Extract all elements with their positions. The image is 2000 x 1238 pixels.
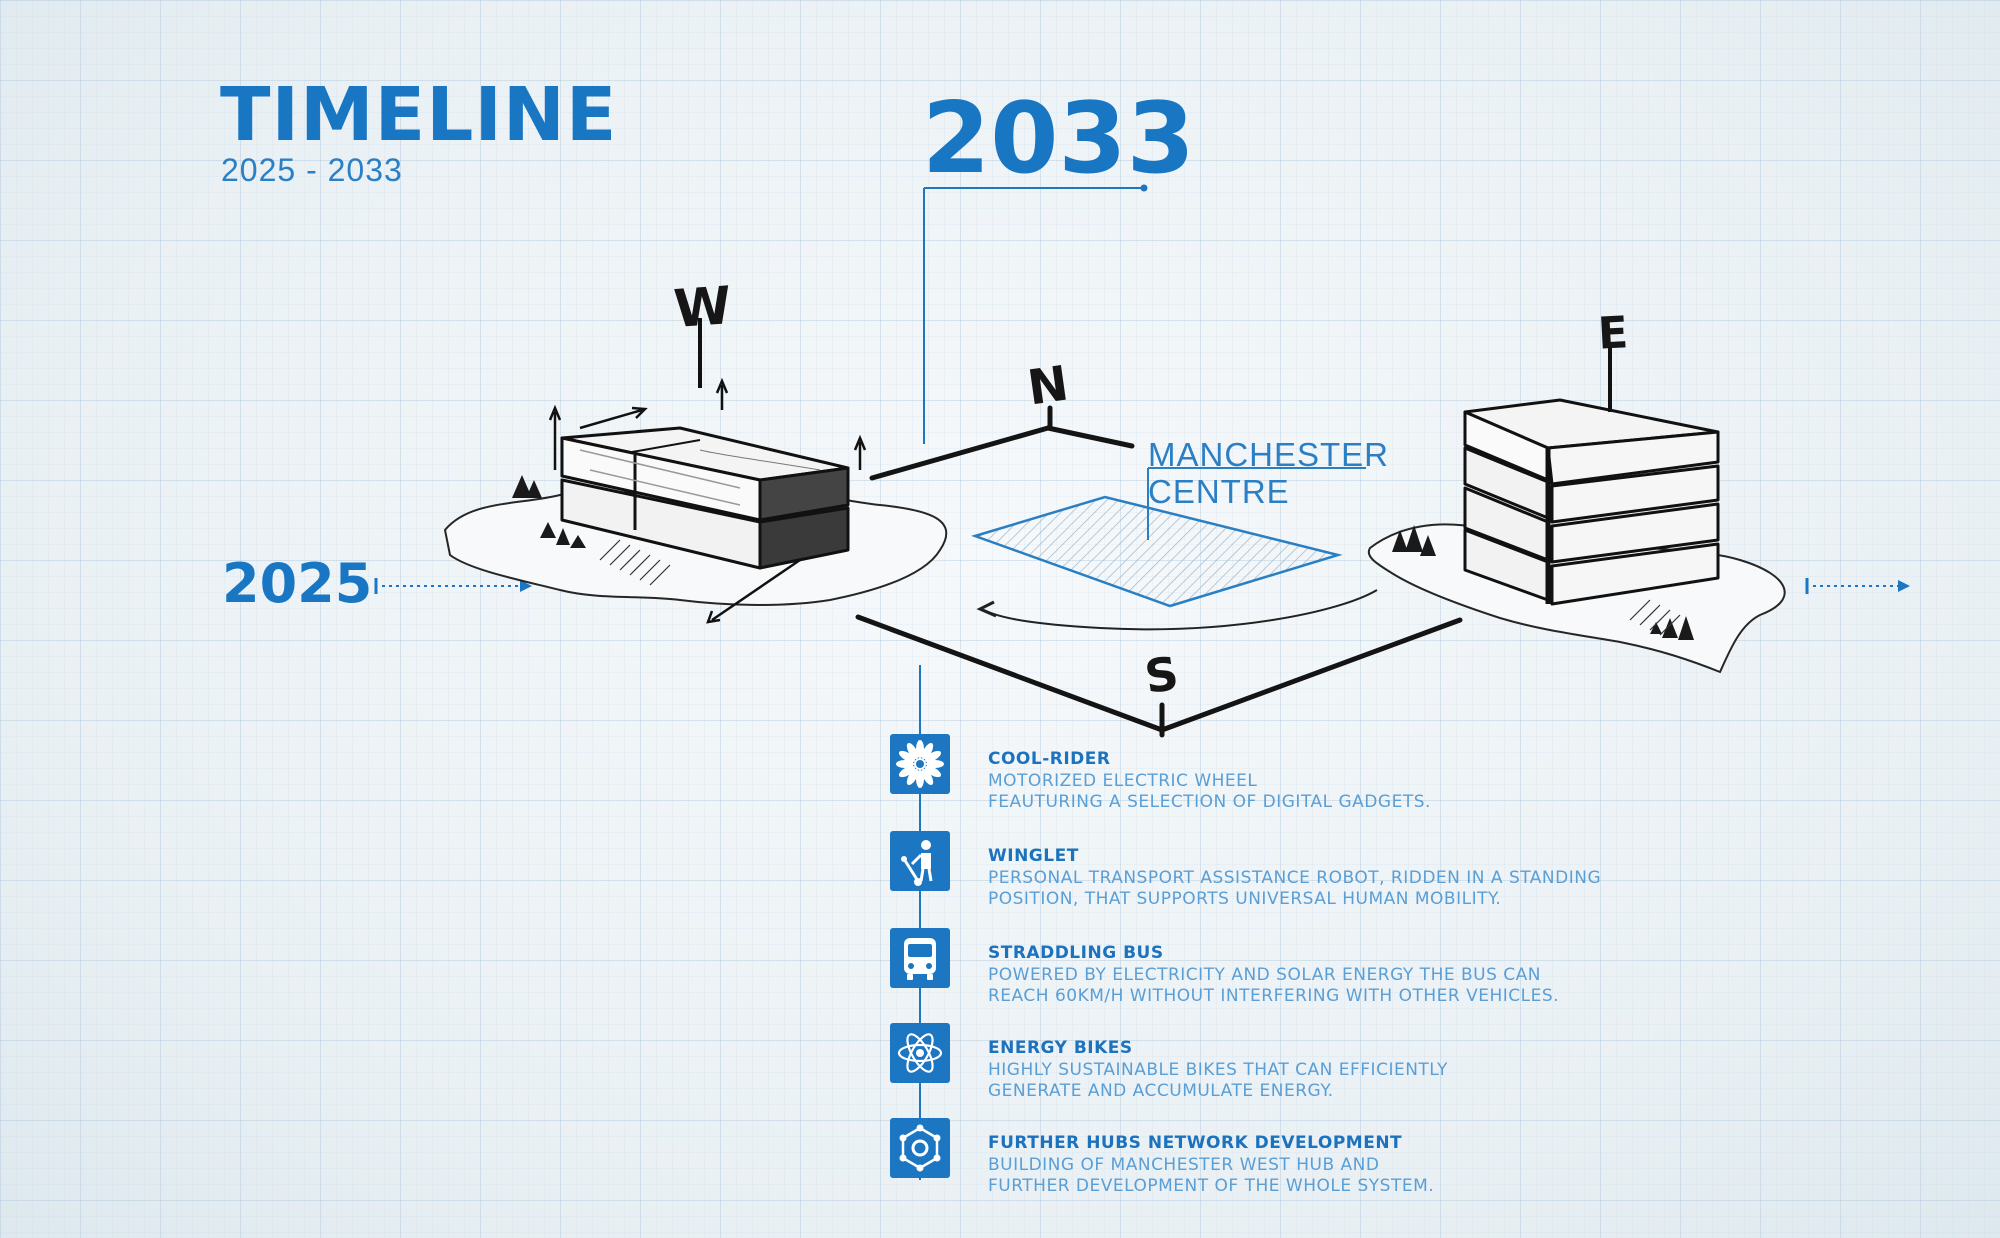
page-title: TIMELINE: [220, 72, 618, 158]
feature-title: WINGLET: [988, 846, 1079, 866]
feature-description: HIGHLY SUSTAINABLE BIKES THAT CAN EFFICI…: [988, 1060, 1448, 1102]
feature-title: COOL-RIDER: [988, 749, 1111, 769]
place-label-line2: CENTRE: [1148, 473, 1290, 510]
east-building: [1463, 342, 1720, 606]
circulation-arrow: [976, 589, 1378, 631]
feature-description-line: GENERATE AND ACCUMULATE ENERGY.: [988, 1081, 1334, 1101]
end-year-leader: [923, 184, 1148, 444]
wheel-icon: [890, 734, 950, 794]
start-year-label: 2025: [222, 552, 373, 615]
end-arrow: [1805, 578, 1910, 594]
west-trees: [512, 475, 586, 548]
feature-title: FURTHER HUBS NETWORK DEVELOPMENT: [988, 1133, 1403, 1153]
feature-title: STRADDLING BUS: [988, 943, 1164, 963]
feature-item-straddling-bus: STRADDLING BUS POWERED BY ELECTRICITY AN…: [890, 928, 1790, 1006]
bus-icon: [890, 928, 950, 988]
manchester-centre-area: [971, 467, 1366, 608]
west-hatching: [599, 539, 671, 586]
page-subtitle: 2025 - 2033: [221, 152, 403, 188]
compass-north-label: N: [1024, 355, 1072, 417]
place-label-line1: MANCHESTER: [1148, 436, 1390, 473]
feature-description-line: FURTHER DEVELOPMENT OF THE WHOLE SYSTEM.: [988, 1176, 1435, 1196]
feature-item-hubs-network: FURTHER HUBS NETWORK DEVELOPMENT BUILDIN…: [890, 1118, 1790, 1196]
feature-description-line: MOTORIZED ELECTRIC WHEEL: [988, 771, 1258, 791]
end-year-label: 2033: [922, 82, 1195, 196]
feature-item-winglet: WINGLET PERSONAL TRANSPORT ASSISTANCE RO…: [890, 831, 1790, 909]
east-trees: [1392, 525, 1694, 640]
compass-east-label: E: [1596, 307, 1630, 360]
east-hatching: [1629, 599, 1681, 636]
feature-description: PERSONAL TRANSPORT ASSISTANCE ROBOT, RID…: [988, 868, 1601, 910]
feature-description: BUILDING OF MANCHESTER WEST HUB AND FURT…: [988, 1155, 1434, 1197]
feature-description-line: FEAUTURING A SELECTION OF DIGITAL GADGET…: [988, 792, 1431, 812]
feature-description-line: HIGHLY SUSTAINABLE BIKES THAT CAN EFFICI…: [988, 1060, 1448, 1080]
west-building: [560, 426, 850, 570]
compass-west-label: W: [671, 276, 734, 340]
network-hub-icon: [890, 1118, 950, 1178]
standing-robot-icon: [890, 831, 950, 891]
feature-item-cool-rider: COOL-RIDER MOTORIZED ELECTRIC WHEEL FEAU…: [890, 734, 1790, 812]
feature-description-line: BUILDING OF MANCHESTER WEST HUB AND: [988, 1155, 1380, 1175]
atom-icon: [890, 1023, 950, 1083]
feature-description-line: POSITION, THAT SUPPORTS UNIVERSAL HUMAN …: [988, 889, 1502, 909]
feature-description-line: POWERED BY ELECTRICITY AND SOLAR ENERGY …: [988, 965, 1542, 985]
feature-title: ENERGY BIKES: [988, 1038, 1133, 1058]
feature-description: MOTORIZED ELECTRIC WHEEL FEAUTURING A SE…: [988, 771, 1431, 813]
manchester-centre-label: MANCHESTER CENTRE: [1148, 436, 1389, 510]
west-arrows: [548, 318, 867, 624]
map-roads: [855, 405, 1463, 738]
feature-description-line: PERSONAL TRANSPORT ASSISTANCE ROBOT, RID…: [988, 868, 1602, 888]
feature-description: POWERED BY ELECTRICITY AND SOLAR ENERGY …: [988, 965, 1559, 1007]
start-arrow: [374, 578, 532, 594]
feature-item-energy-bikes: ENERGY BIKES HIGHLY SUSTAINABLE BIKES TH…: [890, 1023, 1790, 1101]
feature-description-line: REACH 60KM/H WITHOUT INTERFERING WITH OT…: [988, 986, 1560, 1006]
